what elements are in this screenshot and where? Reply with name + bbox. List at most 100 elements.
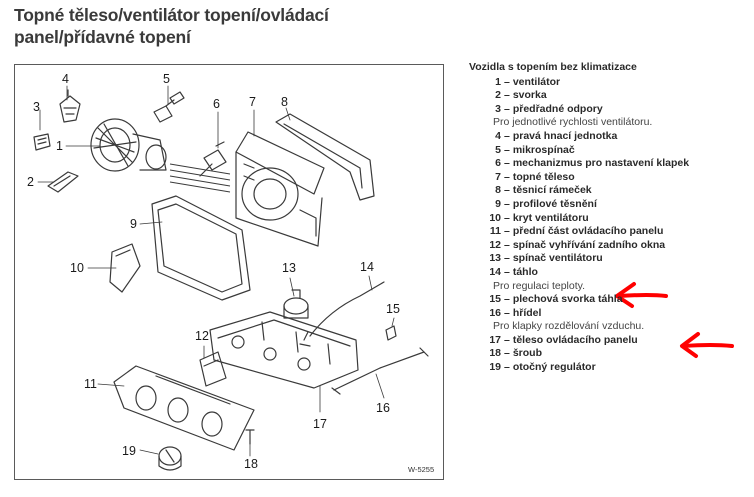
legend-item: 15–plechová svorka táhla (469, 293, 739, 307)
legend-item: 9–profilové těsnění (469, 198, 739, 212)
legend-item-number: 1 (495, 75, 501, 88)
red-arrow-icon (617, 293, 668, 298)
legend-item-text: otočný regulátor (512, 361, 596, 374)
legend-item-text: táhlo (512, 265, 538, 278)
screw-part (245, 429, 255, 445)
legend-item-text: šroub (512, 347, 543, 360)
rotary-knob-part (158, 446, 182, 471)
legend-item-text: mechanizmus pro nastavení klapek (512, 157, 690, 170)
legend-item-note: Pro jednotlivé rychlosti ventilátoru. (493, 116, 653, 129)
drive-unit-part (59, 89, 81, 123)
legend-item-text: spínač ventilátoru (512, 252, 603, 265)
callout-12: 12 (195, 329, 209, 343)
legend-item-number: 11 (489, 225, 501, 238)
legend-item: 10–kryt ventilátoru (469, 212, 739, 226)
legend-item: 5–mikrospínač (469, 144, 739, 158)
legend-item: 13–spínač ventilátoru (469, 252, 739, 266)
callout-7: 7 (249, 95, 256, 109)
legend-item: 6–mechanizmus pro nastavení klapek (469, 157, 739, 171)
legend-item-number: 10 (489, 211, 501, 224)
legend-item-text: těsnicí rámeček (512, 184, 592, 197)
legend-item-text: předřadné odpory (512, 102, 603, 115)
legend-item: 2–svorka (469, 89, 739, 103)
legend-heading: Vozidla s topením bez klimatizace (469, 61, 637, 73)
cable-clip-part (385, 325, 397, 341)
legend-item-number: 15 (489, 293, 501, 306)
legend-item-text: topné těleso (512, 170, 575, 183)
legend-item-number: 14 (489, 265, 501, 278)
legend-item-number: 12 (489, 238, 501, 251)
title-line-2: panel/přídavné topení (14, 27, 191, 47)
legend-item-number: 8 (495, 184, 501, 197)
legend-item-text: těleso ovládacího panelu (512, 333, 638, 346)
red-arrow-icon (682, 343, 734, 348)
callout-14: 14 (360, 260, 374, 274)
callout-3: 3 (33, 100, 40, 114)
legend-item-number: 9 (495, 197, 501, 210)
legend-item: 4–pravá hnací jednotka (469, 130, 739, 144)
callout-4: 4 (62, 72, 69, 86)
legend-item-text: mikrospínač (512, 143, 575, 156)
legend-item-text: pravá hnací jednotka (512, 129, 618, 142)
legend-item-number: 18 (489, 347, 501, 360)
legend-item-number: 3 (495, 102, 501, 115)
callout-10: 10 (70, 261, 84, 275)
legend-item-text: kryt ventilátoru (512, 211, 589, 224)
callout-19: 19 (122, 444, 136, 458)
rear-window-switch-part (199, 351, 227, 387)
legend-item-number: 4 (495, 129, 501, 142)
legend-item: 18–šroub (469, 347, 739, 361)
series-resistor-part (33, 133, 51, 151)
callout-15: 15 (386, 302, 400, 316)
legend-item-text: spínač vyhřívání zadního okna (512, 238, 666, 251)
callout-17: 17 (313, 417, 327, 431)
fan-part (90, 118, 167, 172)
micro-switch-part (153, 91, 185, 123)
heater-core-part (235, 131, 325, 247)
callout-8: 8 (281, 95, 288, 109)
fan-cover-part (109, 243, 141, 293)
callout-11: 11 (84, 377, 97, 391)
front-panel-part (113, 365, 255, 451)
legend-item-number: 13 (489, 252, 501, 265)
callout-5: 5 (163, 72, 170, 86)
panel-housing-part (209, 311, 359, 389)
legend-item-note: Pro regulaci teploty. (493, 279, 586, 292)
legend-item-text: plechová svorka táhla (512, 293, 623, 306)
legend-item-number: 6 (495, 157, 501, 170)
legend-item: 11–přední část ovládacího panelu (469, 225, 739, 239)
legend-item-note: Pro klapky rozdělování vzduchu. (493, 320, 645, 333)
legend-item: 1–ventilátor (469, 76, 739, 90)
callout-9: 9 (130, 217, 137, 231)
shaft-part (333, 351, 425, 391)
callout-16: 16 (376, 401, 390, 415)
legend-item: 17–těleso ovládacího panelu (469, 334, 739, 348)
legend-item-number: 17 (489, 333, 501, 346)
drawing-code: W-5255 (408, 465, 434, 474)
legend-item-number: 7 (495, 170, 501, 183)
callout-6: 6 (213, 97, 220, 111)
legend-item-text: hřídel (512, 306, 542, 319)
callout-18: 18 (244, 457, 258, 471)
callout-2: 2 (27, 175, 34, 189)
callout-13: 13 (282, 261, 296, 275)
legend-item: 19–otočný regulátor (469, 361, 739, 375)
profile-seal-part (151, 195, 251, 301)
legend-item-text: ventilátor (512, 75, 561, 88)
clamp-part (47, 171, 79, 193)
legend-item-number: 5 (495, 143, 501, 156)
legend-item-text: svorka (512, 89, 547, 102)
legend-item: 12–spínač vyhřívání zadního okna (469, 239, 739, 253)
control-cable-part (309, 281, 385, 337)
exploded-view-frame (14, 64, 444, 480)
fan-switch-part (283, 289, 309, 319)
title-line-1: Topné těleso/ventilátor topení/ovládací (14, 5, 329, 25)
legend-item-text: přední část ovládacího panelu (512, 225, 664, 238)
legend-item: 7–topné těleso (469, 171, 739, 185)
callout-1: 1 (56, 139, 63, 153)
